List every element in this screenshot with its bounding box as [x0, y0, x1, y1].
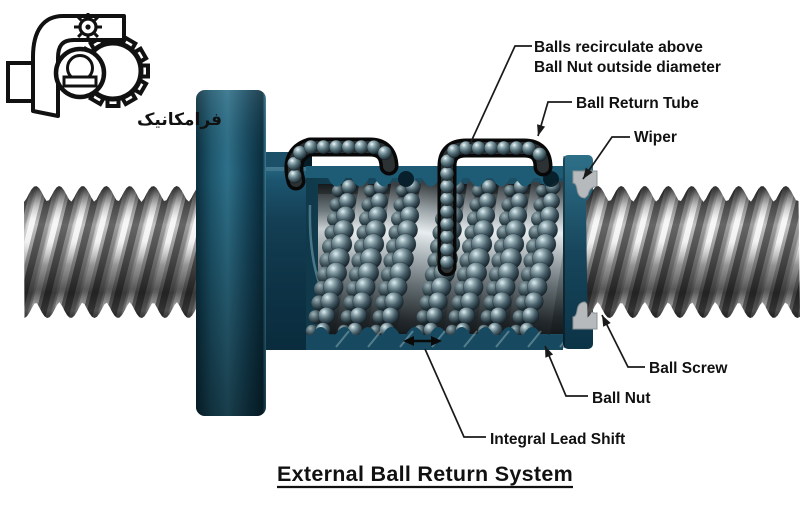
label-ball-return-tube: Ball Return Tube [576, 95, 699, 112]
logo-glyph-bar [62, 75, 98, 88]
logo-glyph-hook [31, 14, 126, 118]
ball-nut-end-cap [563, 155, 593, 349]
ball-screw-right-shaft [586, 186, 800, 318]
lead-shift-arrow [403, 336, 442, 346]
sun-icon [74, 13, 102, 41]
ball-return-tubes [284, 137, 553, 277]
label-ball-screw: Ball Screw [649, 360, 728, 377]
title-text: External Ball Return System [277, 462, 573, 486]
label-integral-lead-shift: Integral Lead Shift [490, 431, 625, 448]
diagram-title: External Ball Return System [277, 462, 573, 489]
ball-screw-left-shaft [24, 186, 197, 318]
label-ball-nut: Ball Nut [592, 390, 651, 407]
ball-nut-flange [196, 90, 266, 416]
brand-text: فرامکانیک [137, 110, 222, 130]
callout-labels: Balls recirculate above Ball Nut outside… [490, 39, 728, 448]
brand-logo: فرامکانیک [6, 13, 222, 130]
wiper-seals [572, 170, 598, 330]
leader-lines [424, 45, 645, 438]
label-balls-recirculate-line2: Ball Nut outside diameter [534, 59, 721, 76]
ball-nut-body [266, 152, 574, 350]
label-wiper: Wiper [634, 129, 677, 146]
label-balls-recirculate-line1: Balls recirculate above [534, 39, 703, 56]
